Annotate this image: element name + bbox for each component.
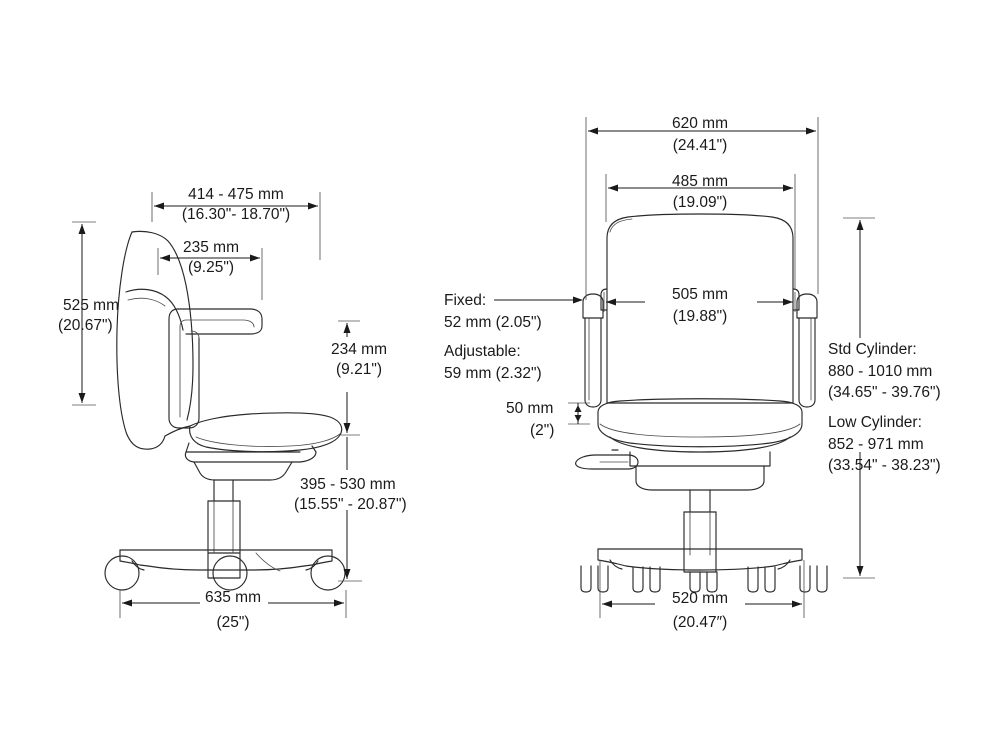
dim-armrest-height-inch: (9.21") xyxy=(336,361,382,378)
front-view-dimensions xyxy=(494,117,875,618)
dim-backrest-height-mm: 525 mm xyxy=(63,297,119,314)
dim-seat-height-range-inch: (15.55" - 20.87") xyxy=(294,496,407,513)
front-view-chair xyxy=(575,213,828,593)
dim-armrest-height-mm: 234 mm xyxy=(331,341,387,358)
dim-armrest-depth-inch: (9.25") xyxy=(188,259,234,276)
side-view-dimensions xyxy=(72,192,362,618)
note-low-cylinder-inch: (33.54" - 38.23") xyxy=(828,457,941,474)
note-armrest-fixed-label: Fixed: xyxy=(444,292,486,309)
dim-seat-width-mm: 505 mm xyxy=(672,286,728,303)
dim-armrest-pad-to-seat-mm: 50 mm xyxy=(506,400,553,417)
dim-backrest-width-mm: 485 mm xyxy=(672,173,728,190)
dim-overall-width-mm: 620 mm xyxy=(672,115,728,132)
dim-seat-depth-range-inch: (16.30"- 18.70") xyxy=(182,206,290,223)
note-std-cylinder-label: Std Cylinder: xyxy=(828,341,917,358)
note-armrest-adjustable-value: 59 mm (2.32") xyxy=(444,365,542,382)
side-view-chair xyxy=(104,230,346,591)
dim-armrest-depth-mm: 235 mm xyxy=(183,239,239,256)
note-low-cylinder-label: Low Cylinder: xyxy=(828,414,922,431)
note-std-cylinder-inch: (34.65" - 39.76") xyxy=(828,384,941,401)
dim-base-diameter-mm: 635 mm xyxy=(205,589,261,606)
dim-overall-width-inch: (24.41") xyxy=(673,137,728,154)
dim-backrest-width-inch: (19.09") xyxy=(673,194,728,211)
dim-seat-height-range-mm: 395 - 530 mm xyxy=(300,476,396,493)
note-std-cylinder-mm: 880 - 1010 mm xyxy=(828,363,932,380)
note-armrest-fixed-value: 52 mm (2.05") xyxy=(444,314,542,331)
dim-seat-depth-range-mm: 414 - 475 mm xyxy=(188,186,284,203)
dim-armrest-pad-to-seat-inch: (2") xyxy=(530,422,554,439)
dim-seat-width-inch: (19.88") xyxy=(673,308,728,325)
note-armrest-adjustable-label: Adjustable: xyxy=(444,343,521,360)
dim-backrest-height-inch: (20.67") xyxy=(58,317,113,334)
dim-base-diameter-inch: (25") xyxy=(216,614,249,631)
dim-base-span-mm: 520 mm xyxy=(672,590,728,607)
note-low-cylinder-mm: 852 - 971 mm xyxy=(828,436,924,453)
dim-base-span-inch: (20.47″) xyxy=(673,614,728,631)
